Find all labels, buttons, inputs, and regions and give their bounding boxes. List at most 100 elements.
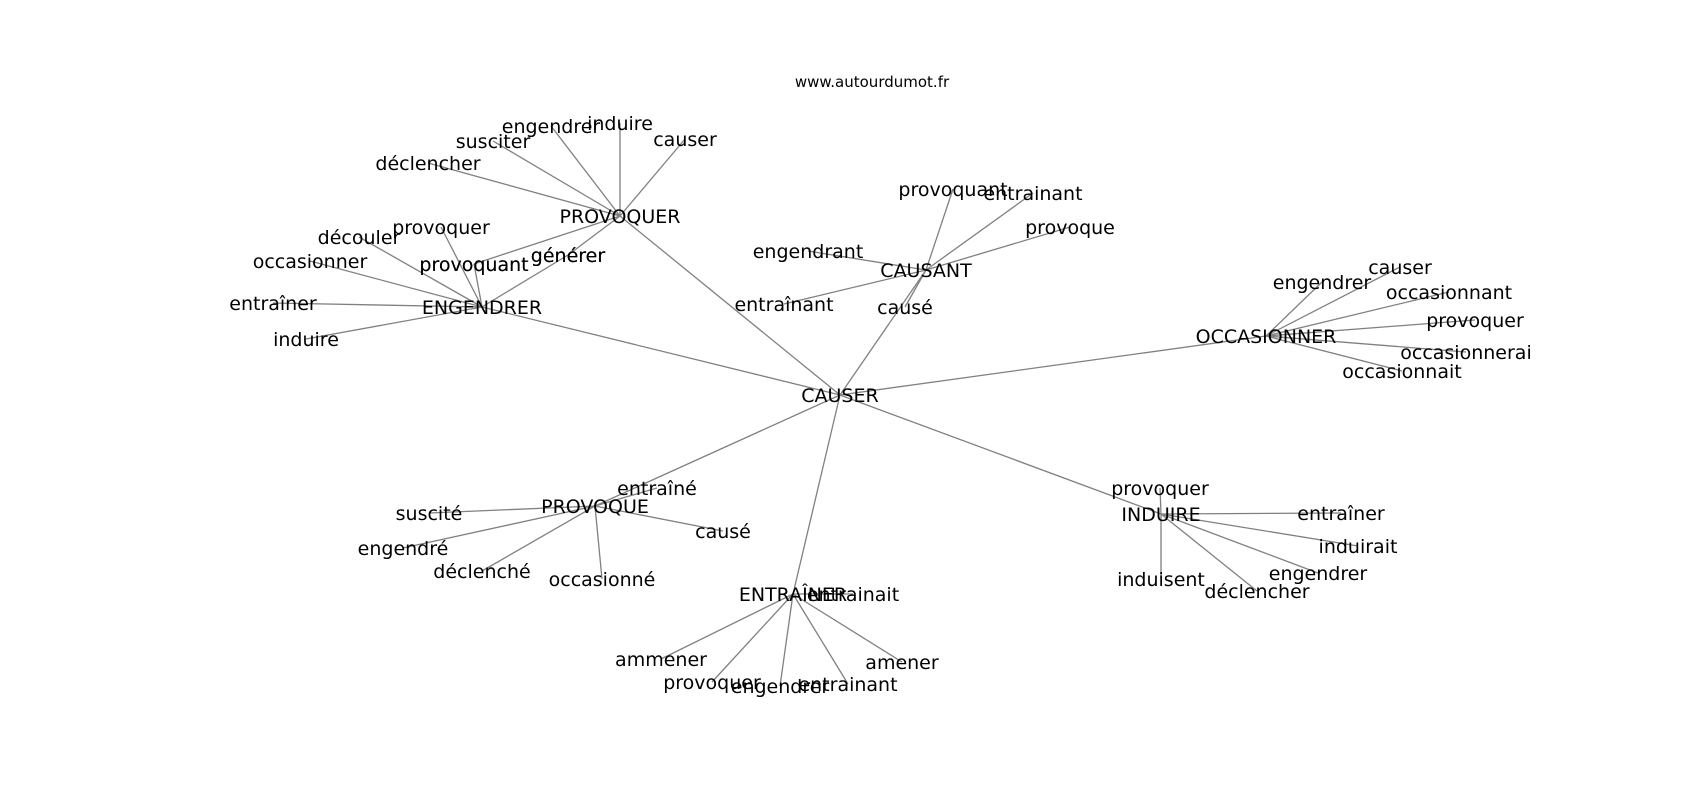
leaf-node-induire-entrainer[interactable]: entraîner <box>1297 503 1385 525</box>
edge-engendrer-provoquant <box>473 263 483 308</box>
leaf-node-occasionner-occasionnerai[interactable]: occasionnerai <box>1400 342 1531 364</box>
hub-node-provoquer[interactable]: PROVOQUER <box>560 206 681 228</box>
edge-causant-provoquant <box>925 188 954 271</box>
edge-root-provoquer <box>619 215 841 396</box>
leaf-node-causant-cause[interactable]: causé <box>877 297 933 319</box>
edge-induire-declencher <box>1160 513 1258 592</box>
edge-root-engendrer <box>481 306 841 396</box>
edge-engendrer-generer <box>481 254 569 308</box>
leaf-node-causant-provoquant[interactable]: provoquant <box>898 179 1007 201</box>
leaf-node-engendrer-entrainer[interactable]: entraîner <box>229 293 317 315</box>
leaf-node-entrainer-entrainait[interactable]: entrainait <box>807 584 899 606</box>
leaf-node-occasionner-occasionnant[interactable]: occasionnant <box>1386 282 1512 304</box>
edge-occasionner-occasionnait <box>1265 335 1403 372</box>
edge-occasionner-occasionnant <box>1265 291 1450 337</box>
edge-root-entrainer <box>792 394 841 595</box>
edge-occasionner-engendrer <box>1265 281 1323 337</box>
leaf-node-provoquer-provoquant[interactable]: provoquant <box>419 254 528 276</box>
leaf-node-provoque-suscite[interactable]: suscité <box>396 503 463 525</box>
edge-provoque-entraine <box>594 487 658 507</box>
leaf-node-provoquer-causer[interactable]: causer <box>653 129 717 151</box>
leaf-node-provoque-engendre[interactable]: engendré <box>358 538 449 560</box>
edge-entrainer-amener <box>792 593 903 663</box>
edge-engendrer-occasionner <box>309 260 483 308</box>
edge-causant-provoque <box>925 226 1071 271</box>
hub-node-causant[interactable]: CAUSANT <box>880 260 972 282</box>
edge-provoque-engendre <box>402 505 596 549</box>
edge-occasionner-provoquer <box>1265 319 1476 337</box>
leaf-node-engendrer-induire[interactable]: induire <box>273 329 339 351</box>
edge-provoque-occasionne <box>594 505 603 580</box>
leaf-node-causant-entrainant[interactable]: entrainant <box>983 183 1082 205</box>
root-node-causer[interactable]: CAUSER <box>801 385 878 407</box>
leaf-node-entrainer-amener[interactable]: amener <box>865 652 939 674</box>
edges <box>272 123 1476 687</box>
hub-node-engendrer[interactable]: ENGENDRER <box>422 297 542 319</box>
leaf-node-engendrer-occasionner[interactable]: occasionner <box>253 251 368 273</box>
edge-occasionner-causer <box>1265 266 1401 337</box>
leaf-node-entrainer-ammener[interactable]: ammener <box>615 649 707 671</box>
hub-node-entrainer[interactable]: ENTRAÎNER <box>739 583 847 606</box>
edge-provoquer-generer <box>567 215 621 256</box>
labels: déclenchersusciterengendrerinduirecauser… <box>229 113 1531 698</box>
leaf-node-engendrer-provoquant[interactable]: provoquant <box>419 254 528 276</box>
edge-engendrer-induire <box>305 306 483 340</box>
edge-provoquer-provoquant <box>473 215 621 265</box>
leaf-node-provoquer-susciter[interactable]: susciter <box>456 131 531 153</box>
edge-root-causant <box>839 269 927 396</box>
edge-provoquer-declencher <box>427 162 621 217</box>
edge-entrainer-provoquer <box>711 593 794 683</box>
edge-causant-entrainant <box>783 269 927 305</box>
edge-induire-entrainer <box>1160 512 1342 515</box>
edge-provoquer-engendrer <box>550 125 621 217</box>
edge-induire-provoquer <box>1159 487 1162 515</box>
leaf-node-entrainer-engendrer[interactable]: engendrer <box>731 676 830 698</box>
leaf-node-engendrer-provoquer[interactable]: provoquer <box>392 217 490 239</box>
leaf-node-induire-induirait[interactable]: induirait <box>1319 536 1398 558</box>
leaf-node-occasionner-occasionnait[interactable]: occasionnait <box>1342 361 1461 383</box>
leaf-node-provoque-cause[interactable]: causé <box>695 521 751 543</box>
leaf-node-provoque-occasionne[interactable]: occasionné <box>549 569 656 591</box>
leaf-node-occasionner-engendrer[interactable]: engendrer <box>1273 272 1372 294</box>
edge-engendrer-provoquer <box>440 226 483 308</box>
edge-provoquer-causer <box>619 138 686 217</box>
edge-provoquer-susciter <box>492 140 621 217</box>
leaf-node-engendrer-decouler[interactable]: découler <box>318 227 401 249</box>
edge-induire-induirait <box>1160 513 1359 547</box>
leaf-node-occasionner-causer[interactable]: causer <box>1368 257 1432 279</box>
leaf-node-provoquer-declencher[interactable]: déclencher <box>375 153 480 175</box>
edge-occasionner-occasionnerai <box>1265 335 1467 353</box>
watermark: www.autourdumot.fr <box>795 73 950 91</box>
leaf-node-induire-induisent[interactable]: induisent <box>1117 569 1205 591</box>
leaf-node-provoquer-induire[interactable]: induire <box>587 113 653 135</box>
hub-node-induire[interactable]: INDUIRE <box>1121 504 1200 526</box>
edge-root-provoque <box>594 394 841 507</box>
leaf-node-provoque-declenche[interactable]: déclenché <box>433 561 530 583</box>
leaf-node-provoque-entraine[interactable]: entraîné <box>617 478 697 500</box>
leaf-node-provoquer-engendrer[interactable]: engendrer <box>502 116 601 138</box>
leaf-node-induire-engendrer[interactable]: engendrer <box>1269 563 1368 585</box>
leaf-node-entrainer-entrainant[interactable]: entrainant <box>798 674 897 696</box>
leaf-node-causant-entrainant[interactable]: entraînant <box>734 294 833 316</box>
leaf-node-induire-declencher[interactable]: déclencher <box>1204 581 1309 603</box>
edge-causant-cause <box>904 269 927 308</box>
edge-provoque-cause <box>594 505 724 532</box>
edge-entrainer-ammener <box>660 593 794 660</box>
edge-engendrer-decouler <box>358 236 483 308</box>
leaf-node-engendrer-generer[interactable]: générer <box>531 245 606 267</box>
edge-root-occasionner <box>839 335 1267 396</box>
leaf-node-occasionner-provoquer[interactable]: provoquer <box>1426 310 1524 332</box>
leaf-node-causant-provoque[interactable]: provoque <box>1025 217 1115 239</box>
edge-provoque-declenche <box>481 505 596 572</box>
edge-root-induire <box>839 394 1162 515</box>
edge-causant-engendrant <box>807 250 927 271</box>
leaf-node-induire-provoquer[interactable]: provoquer <box>1111 478 1209 500</box>
edge-entrainer-entrainant <box>792 593 849 685</box>
hub-node-occasionner[interactable]: OCCASIONNER <box>1196 326 1337 348</box>
leaf-node-entrainer-provoquer[interactable]: provoquer <box>663 672 761 694</box>
edge-entrainer-engendrer <box>779 593 794 687</box>
leaf-node-provoquer-generer[interactable]: générer <box>531 245 606 267</box>
hub-node-provoque[interactable]: PROVOQUE <box>541 496 649 518</box>
leaf-node-causant-engendrant[interactable]: engendrant <box>753 241 864 263</box>
